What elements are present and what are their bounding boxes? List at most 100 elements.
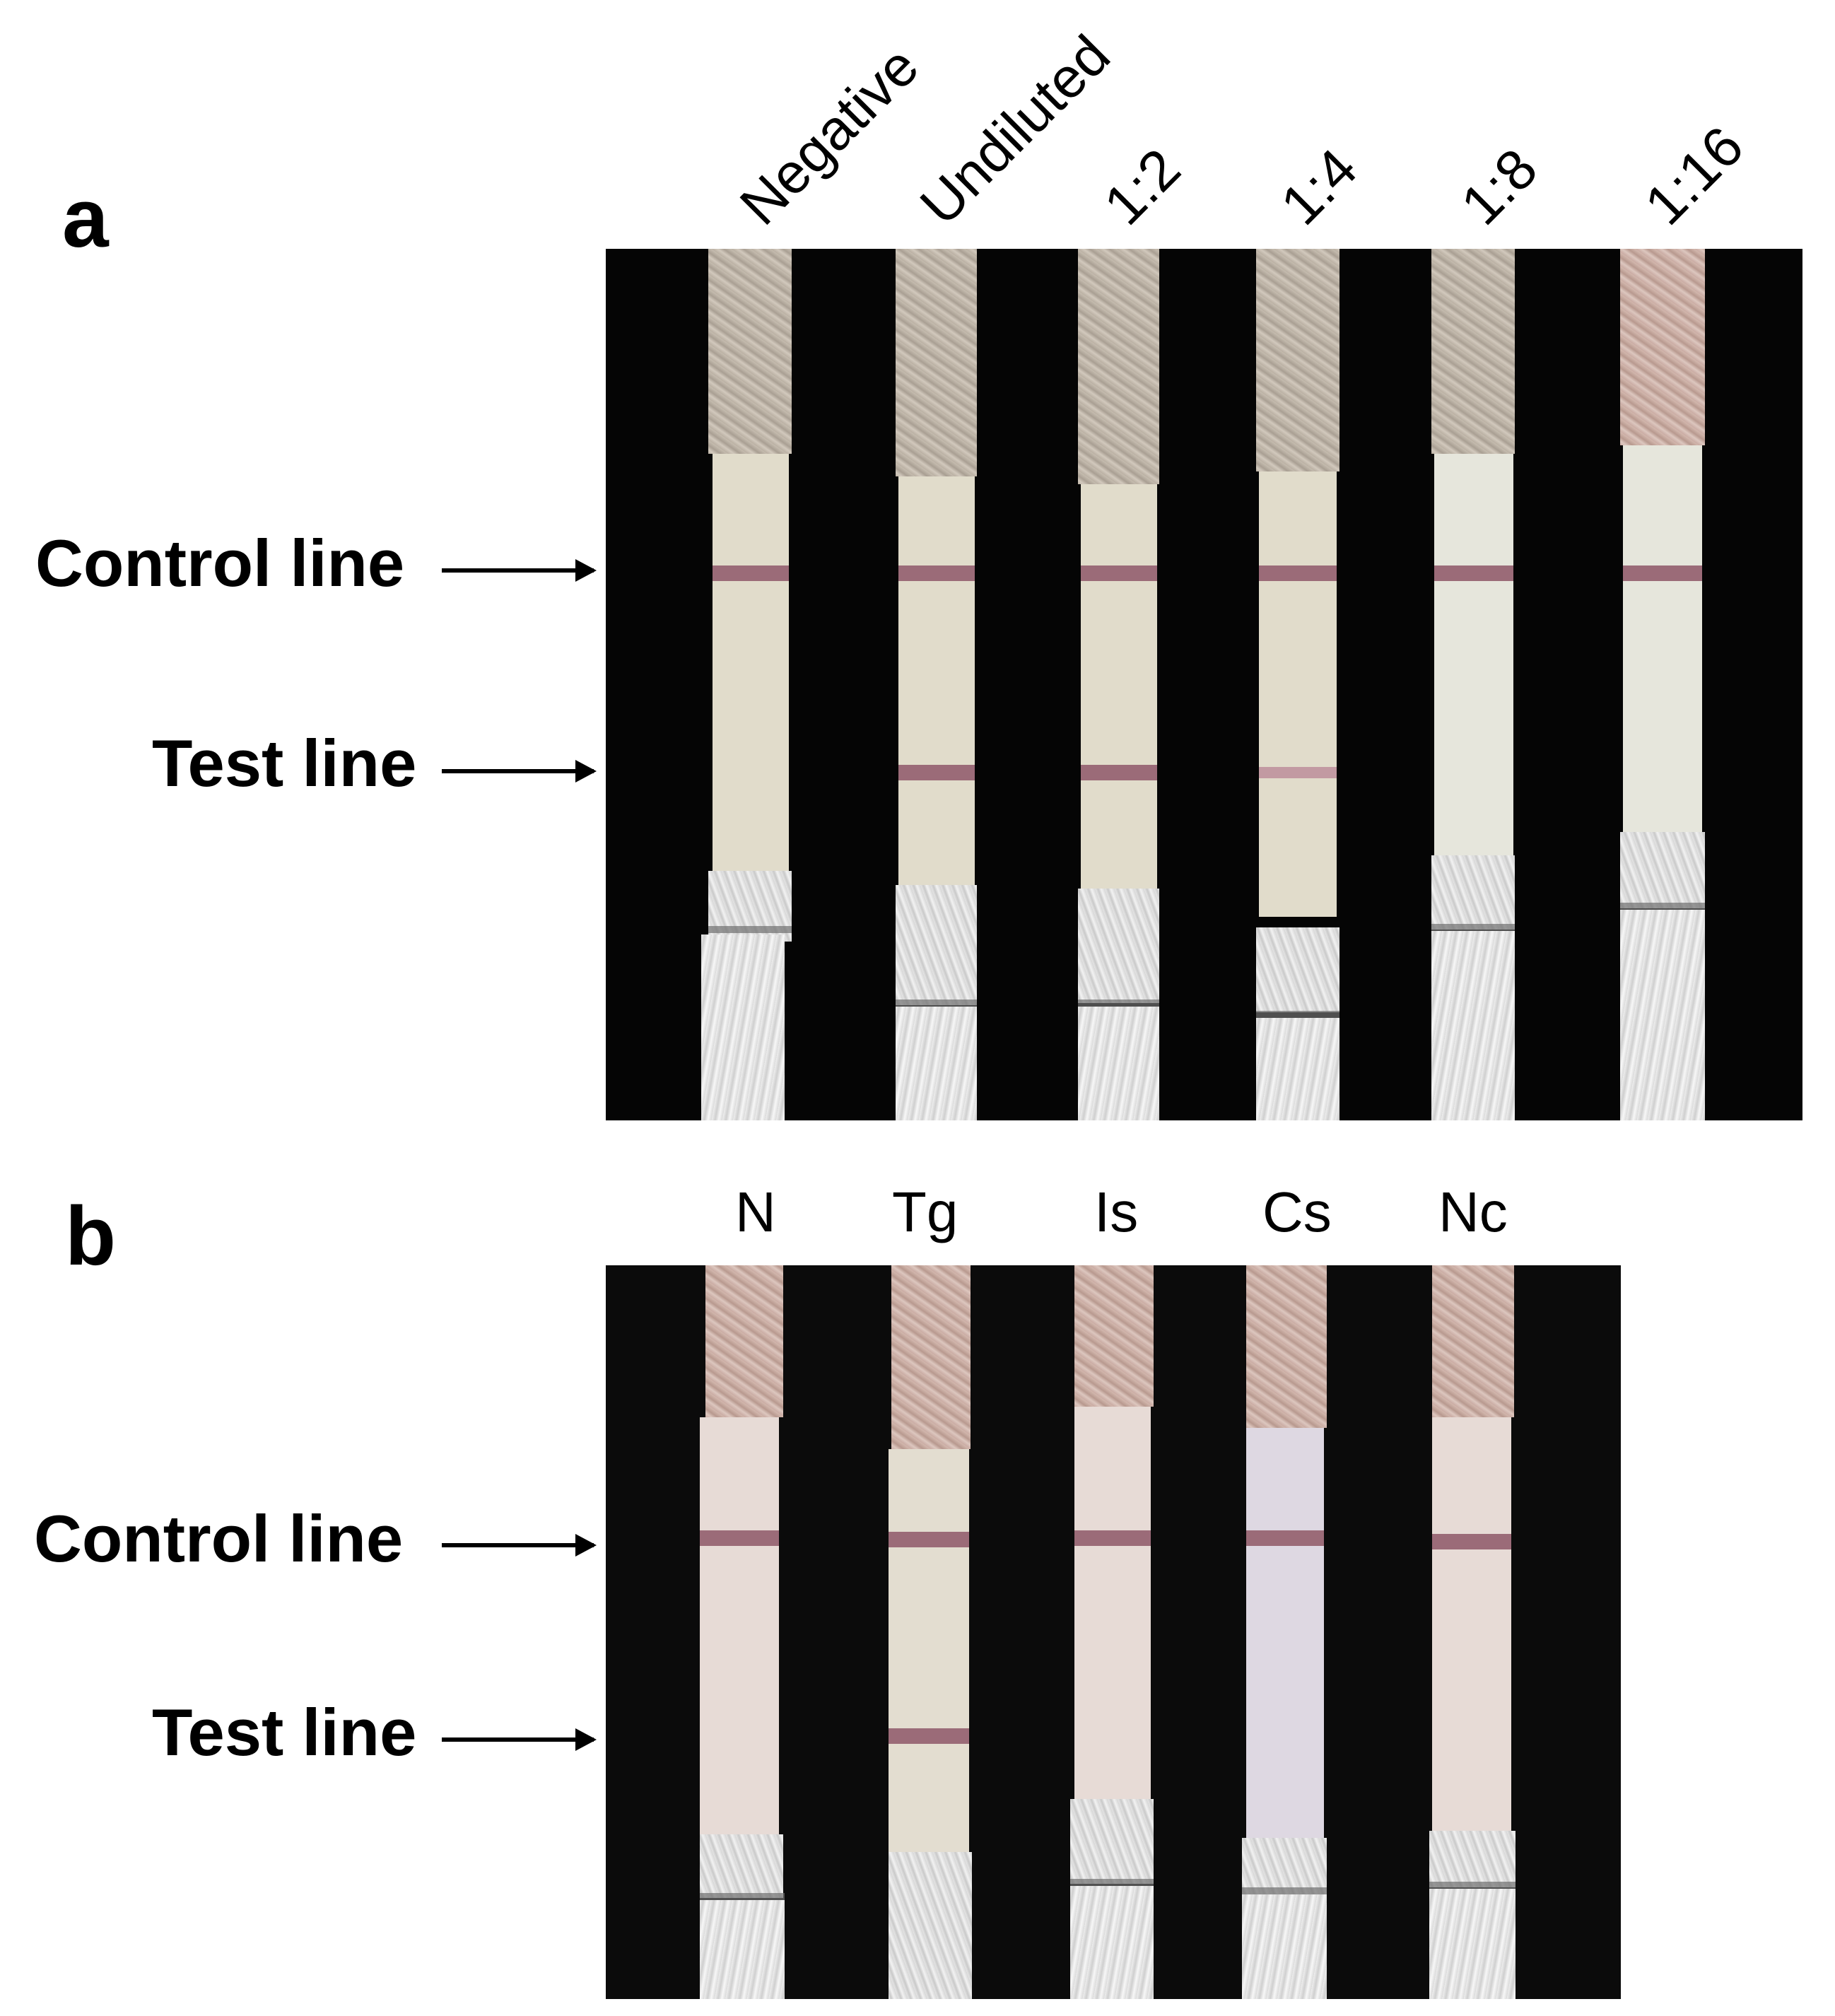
control-line-arrow-a — [442, 559, 597, 582]
sample-pad — [1431, 249, 1515, 454]
column-label-1-4: 1:4 — [1268, 136, 1369, 237]
pad-seam — [1620, 903, 1705, 910]
column-label-tg: Tg — [892, 1180, 958, 1243]
test-line — [1259, 767, 1337, 778]
panel-b-photo — [606, 1265, 1621, 1999]
wick-pad — [1429, 1889, 1516, 1999]
membrane — [1432, 1417, 1511, 1831]
test-strip-1-16 — [1620, 249, 1705, 1120]
control-line — [1434, 565, 1513, 581]
column-label-negative: Negative — [727, 34, 931, 237]
wick-pad — [896, 1007, 977, 1120]
wick-pad — [1256, 1018, 1339, 1120]
pad-seam — [700, 1893, 785, 1900]
test-strip-nc — [1429, 1265, 1516, 1999]
control-line-label-a: Control line — [35, 526, 405, 600]
column-label-1-16: 1:16 — [1632, 114, 1755, 237]
sample-pad — [705, 1265, 783, 1417]
membrane — [898, 476, 975, 886]
test-line-label-b: Test line — [152, 1695, 417, 1769]
control-line — [1259, 565, 1337, 581]
control-line — [713, 565, 789, 581]
absorbent-pad — [889, 1852, 972, 1999]
absorbent-pad — [1429, 1831, 1516, 1887]
test-strip-1-2 — [1078, 249, 1159, 1120]
test-strip-undiluted — [896, 249, 977, 1120]
wick-pad — [1242, 1894, 1327, 1999]
pad-seam — [1070, 1879, 1154, 1886]
test-strip-1-4 — [1256, 249, 1339, 1120]
column-label-cs: Cs — [1262, 1180, 1332, 1243]
control-line — [1623, 565, 1702, 581]
column-label-1-8: 1:8 — [1448, 136, 1549, 237]
absorbent-pad — [1078, 889, 1159, 1003]
sample-pad — [1078, 249, 1159, 484]
absorbent-pad — [700, 1834, 783, 1898]
test-strip-cs — [1242, 1265, 1327, 1999]
sample-pad — [1256, 249, 1339, 471]
panel-b-letter: b — [65, 1190, 117, 1283]
pad-seam — [1256, 1011, 1339, 1018]
control-line-arrow-b — [442, 1534, 597, 1557]
control-line — [1081, 565, 1157, 581]
test-strip-1-8 — [1431, 249, 1515, 1120]
sample-pad — [1246, 1265, 1327, 1428]
pad-seam — [896, 1000, 977, 1007]
sample-pad — [1074, 1265, 1154, 1407]
test-line-arrow-a — [442, 760, 597, 783]
sample-pad — [1620, 249, 1705, 445]
membrane — [1081, 484, 1157, 891]
sample-pad — [708, 249, 792, 454]
test-strip-tg — [889, 1265, 972, 1999]
sample-pad — [896, 249, 977, 476]
wick-pad — [1078, 1007, 1159, 1120]
test-line-arrow-b — [442, 1728, 597, 1751]
test-line — [898, 765, 975, 780]
pad-seam — [1078, 1000, 1159, 1007]
control-line — [700, 1530, 779, 1546]
test-line — [1081, 765, 1157, 780]
wick-pad — [1070, 1886, 1154, 1999]
test-strip-negative — [701, 249, 792, 1120]
pad-seam — [1431, 924, 1515, 931]
test-strip-is — [1070, 1265, 1154, 1999]
control-line — [898, 565, 975, 581]
membrane — [1259, 471, 1337, 917]
absorbent-pad — [1242, 1838, 1327, 1894]
membrane — [1623, 445, 1702, 834]
absorbent-pad — [1431, 855, 1515, 930]
absorbent-pad — [896, 885, 977, 1005]
test-line-label-a: Test line — [152, 726, 417, 800]
wick-pad — [1431, 931, 1515, 1120]
control-line — [1432, 1534, 1511, 1549]
control-line — [1074, 1530, 1151, 1546]
column-label-nc: Nc — [1438, 1180, 1508, 1243]
absorbent-pad — [1256, 927, 1339, 1012]
column-label-is: Is — [1094, 1180, 1139, 1243]
sample-pad — [891, 1265, 971, 1449]
pad-seam — [1429, 1882, 1516, 1889]
wick-pad — [701, 934, 785, 1120]
control-line — [1246, 1530, 1324, 1546]
sample-pad — [1432, 1265, 1514, 1417]
test-line — [889, 1728, 969, 1744]
test-strip-n — [700, 1265, 785, 1999]
absorbent-pad — [1620, 832, 1705, 908]
control-line — [889, 1532, 969, 1547]
membrane — [1434, 454, 1513, 857]
membrane — [700, 1417, 779, 1834]
membrane — [1246, 1428, 1324, 1838]
pad-seam — [708, 926, 792, 933]
column-label-n: N — [735, 1180, 776, 1243]
panel-a-photo — [606, 249, 1802, 1120]
column-label-1-2: 1:2 — [1091, 136, 1192, 237]
wick-pad — [700, 1900, 785, 1999]
membrane — [1074, 1407, 1151, 1799]
membrane — [889, 1449, 969, 1852]
column-label-undiluted: Undiluted — [908, 23, 1122, 237]
panel-a-letter: a — [62, 172, 109, 265]
absorbent-pad — [1070, 1799, 1154, 1884]
wick-pad — [1620, 910, 1705, 1120]
control-line-label-b: Control line — [34, 1501, 404, 1576]
pad-seam — [1242, 1887, 1327, 1894]
